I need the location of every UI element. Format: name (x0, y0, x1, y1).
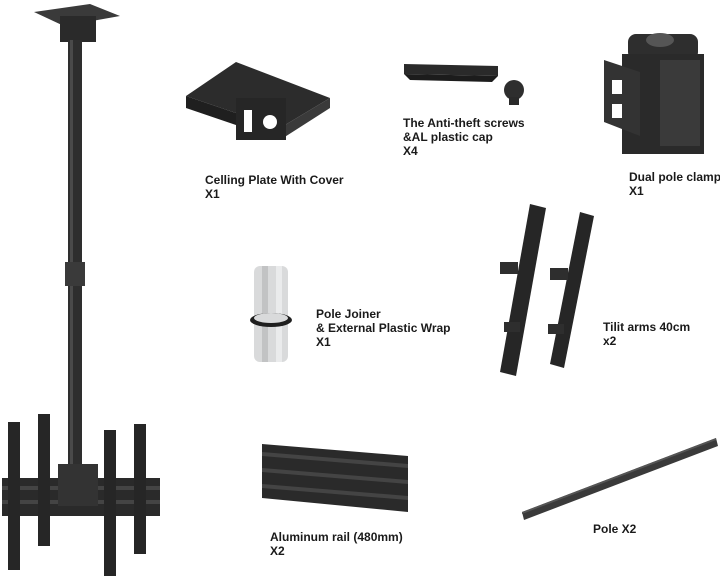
joiner-qty: X1 (316, 335, 331, 349)
pole-image (522, 438, 718, 520)
joiner-label: Pole Joiner & External Plastic Wrap X1 (316, 307, 451, 349)
dual-pole-clamp-image (604, 33, 704, 154)
aluminum-rail-image (262, 444, 408, 512)
joiner-line1: Pole Joiner (316, 307, 381, 321)
clamp-label: Dual pole clamp X1 (629, 170, 720, 198)
clamp-name: Dual pole clamp (629, 170, 720, 184)
screws-image (404, 64, 524, 105)
screws-qty: X4 (403, 144, 418, 158)
screws-line2: &AL plastic cap (403, 130, 493, 144)
joiner-line2: & External Plastic Wrap (316, 321, 451, 335)
rail-name: Aluminum rail (480mm) (270, 530, 403, 544)
ceiling-plate-qty: X1 (205, 187, 220, 201)
tilt-arms-image (500, 204, 594, 376)
pole-joiner-image (250, 266, 292, 362)
clamp-qty: X1 (629, 184, 644, 198)
tilt-arms-name: Tilit arms 40cm (603, 320, 691, 334)
screws-label: The Anti-theft screws &AL plastic cap X4 (403, 116, 525, 158)
ceiling-plate-name: Celling Plate With Cover (205, 173, 344, 187)
assembled-mount (2, 4, 160, 576)
pole-label: Pole X2 (593, 522, 636, 536)
screws-line1: The Anti-theft screws (403, 116, 525, 130)
ceiling-plate-label: Celling Plate With Cover X1 (205, 173, 344, 201)
tilt-arms-label: Tilit arms 40cm x2 (603, 320, 690, 348)
ceiling-plate-image (186, 62, 330, 140)
tilt-arms-qty: x2 (603, 334, 617, 348)
pole-name: Pole X2 (593, 522, 637, 536)
rail-qty: X2 (270, 544, 285, 558)
rail-label: Aluminum rail (480mm) X2 (270, 530, 403, 558)
